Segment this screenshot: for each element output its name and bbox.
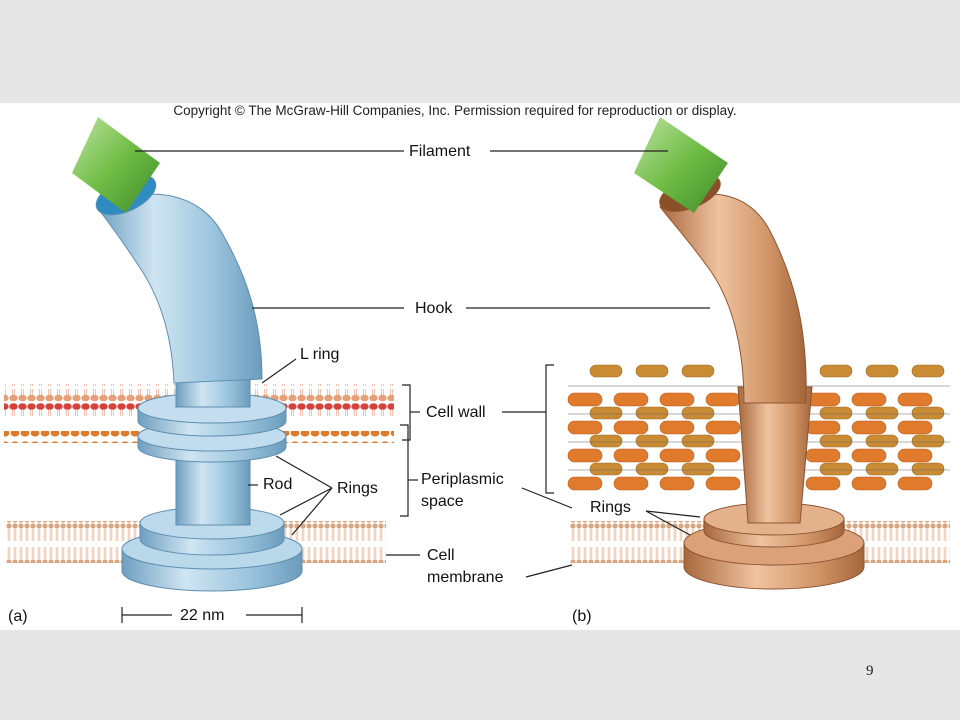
label-rod: Rod — [263, 476, 293, 493]
label-cell-wall: Cell wall — [426, 404, 486, 421]
label-membrane: membrane — [427, 569, 504, 586]
label-rings: Rings — [337, 480, 378, 497]
label-periplasmic: Periplasmic — [421, 471, 504, 488]
flagellum-diagram — [4, 117, 956, 623]
label-panel-a: (a) — [8, 608, 28, 625]
panel-a-diagram — [4, 117, 394, 592]
hook-blue — [96, 193, 263, 384]
label-filament: Filament — [409, 143, 471, 160]
copyright-notice: Copyright © The McGraw-Hill Companies, I… — [173, 103, 737, 118]
label-space: space — [421, 493, 464, 510]
label-panel-b: (b) — [572, 608, 592, 625]
flagellum-figure: Copyright © The McGraw-Hill Companies, I… — [0, 103, 960, 630]
label-rings-b: Rings — [590, 499, 631, 516]
slide-number: 9 — [866, 663, 874, 679]
leader-lines — [121, 150, 710, 623]
label-l-ring: L ring — [300, 346, 340, 363]
panel-b-diagram — [566, 117, 956, 590]
filament-green-b — [634, 117, 728, 213]
label-hook: Hook — [415, 300, 453, 317]
basal-body-blue — [121, 374, 303, 592]
hook-brown — [659, 193, 807, 404]
label-scale: 22 nm — [180, 607, 225, 624]
basal-body-brown — [683, 386, 865, 590]
filament-green — [72, 117, 160, 213]
label-cell: Cell — [427, 547, 455, 564]
